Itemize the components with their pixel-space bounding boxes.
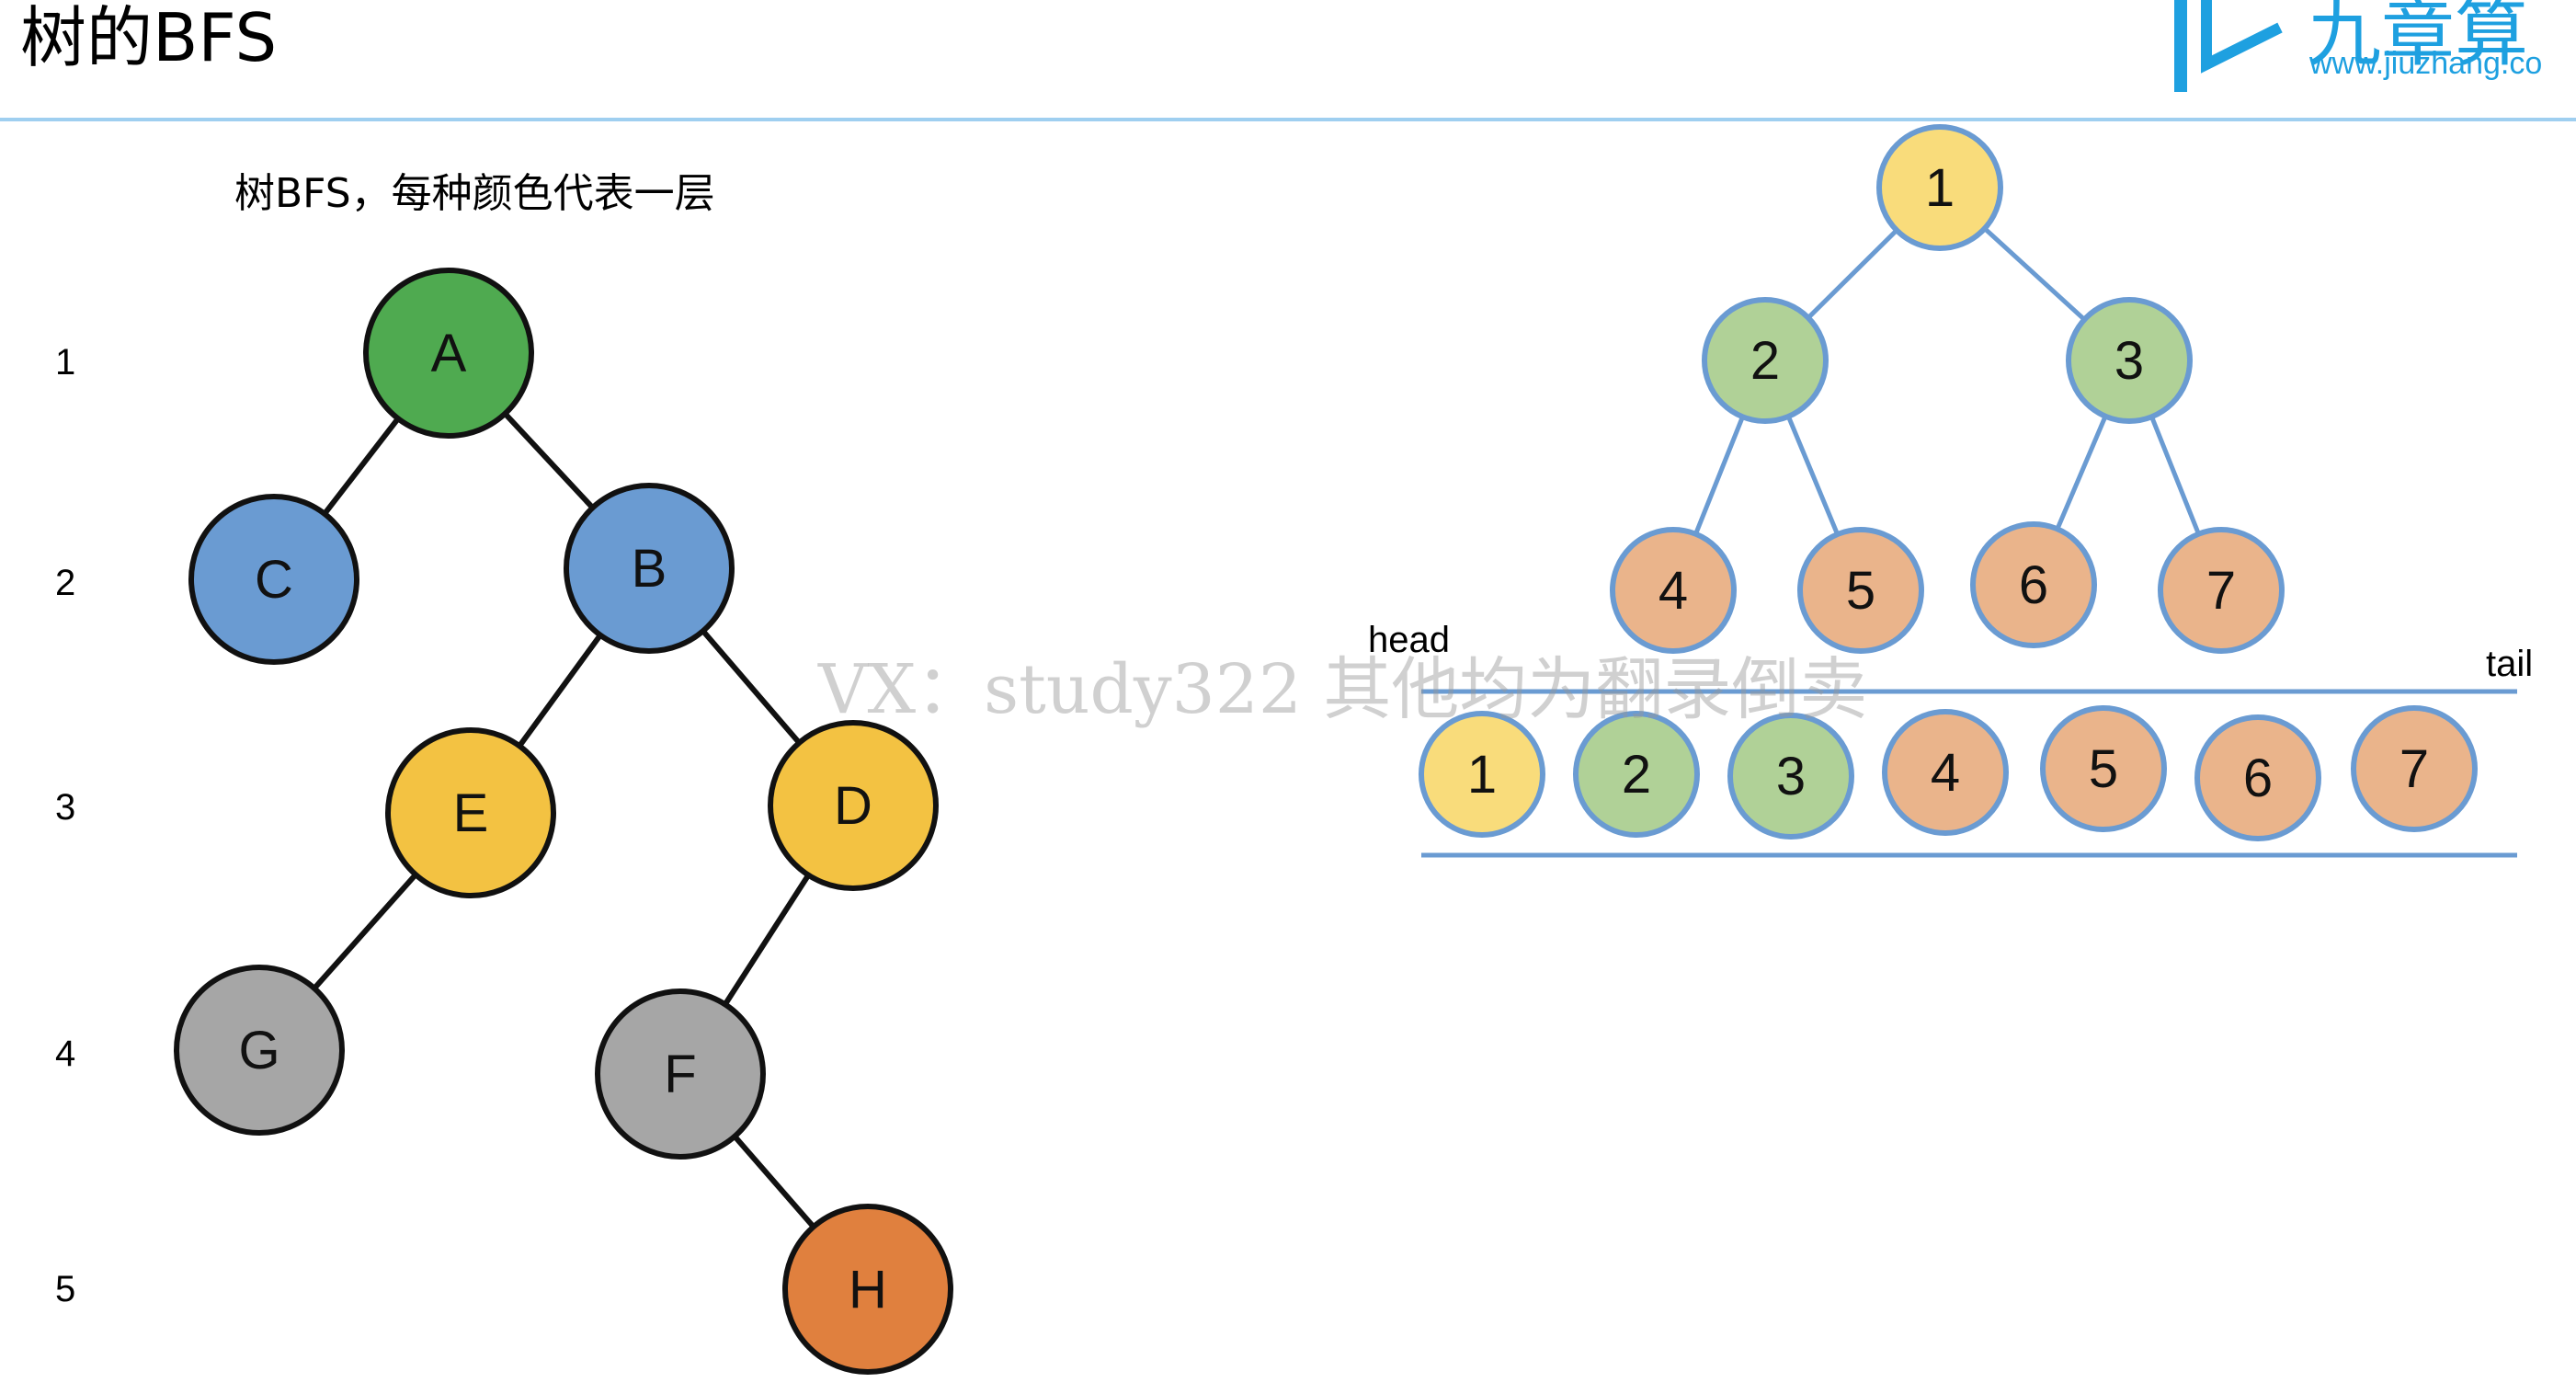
queue-item-4 [1882, 709, 2009, 836]
heap-node-label-3: 3 [2114, 331, 2144, 391]
heap-node-label-1: 1 [1925, 158, 1955, 218]
heap-node-label-4: 4 [1658, 561, 1688, 621]
queue-head-label: head [1368, 620, 1450, 660]
heap-node-7 [2158, 527, 2285, 654]
heap-node-2 [1702, 297, 1829, 424]
queue-item-label-2: 2 [1622, 745, 1651, 805]
level-number-1: 1 [55, 342, 76, 383]
tree-node-D [768, 720, 939, 891]
queue-item-label-6: 6 [2243, 748, 2273, 808]
level-number-5: 5 [55, 1269, 76, 1309]
level-number-4: 4 [55, 1034, 76, 1074]
tree-caption: 树BFS，每种颜色代表一层 [234, 170, 715, 217]
level-number-3: 3 [55, 787, 76, 828]
tree-node-label-E: E [453, 783, 489, 843]
queue-item-6 [2194, 714, 2321, 841]
tree-node-label-B: B [632, 539, 667, 599]
heap-node-4 [1610, 527, 1737, 654]
queue-item-2 [1573, 711, 1700, 838]
watermark: VX：study322 其他均为翻录倒卖 [818, 650, 1868, 729]
tree-node-label-A: A [431, 324, 467, 383]
queue-item-label-4: 4 [1931, 743, 1960, 803]
logo-name: 九章算 [2308, 0, 2528, 76]
tree-node-label-G: G [238, 1021, 279, 1080]
level-number-2: 2 [55, 563, 76, 603]
queue-item-label-5: 5 [2089, 739, 2118, 799]
queue-item-label-3: 3 [1776, 747, 1806, 806]
tree-node-label-F: F [664, 1045, 696, 1104]
heap-node-label-2: 2 [1750, 331, 1780, 391]
heap-node-label-7: 7 [2206, 561, 2236, 621]
queue-item-7 [2351, 705, 2478, 832]
heap-node-6 [1970, 521, 2097, 648]
heap-node-5 [1797, 527, 1924, 654]
queue-item-label-7: 7 [2399, 739, 2429, 799]
tree-node-C [188, 494, 359, 665]
queue-item-3 [1727, 713, 1854, 840]
queue-item-1 [1419, 711, 1545, 838]
queue-item-label-1: 1 [1467, 745, 1497, 805]
queue-tail-label: tail [2486, 644, 2534, 684]
tree-node-E [385, 727, 556, 898]
header-divider [0, 118, 2576, 121]
heap-node-3 [2066, 297, 2193, 424]
heap-node-label-6: 6 [2019, 555, 2048, 615]
tree-node-H [782, 1204, 953, 1375]
tree-node-label-D: D [834, 776, 872, 836]
tree-node-G [174, 965, 345, 1136]
page-title: 树的BFS [20, 0, 278, 76]
tree-node-B [564, 483, 735, 654]
heap-node-1 [1876, 124, 2003, 251]
logo-url: www.jiuzhang.co [2309, 46, 2543, 81]
tree-node-label-C: C [255, 550, 293, 610]
tree-node-label-H: H [849, 1260, 887, 1320]
logo-mark-icon [2174, 0, 2283, 92]
tree-node-F [595, 988, 766, 1160]
tree-node-A [363, 268, 534, 439]
heap-node-label-5: 5 [1846, 561, 1875, 621]
queue-item-5 [2040, 705, 2167, 832]
